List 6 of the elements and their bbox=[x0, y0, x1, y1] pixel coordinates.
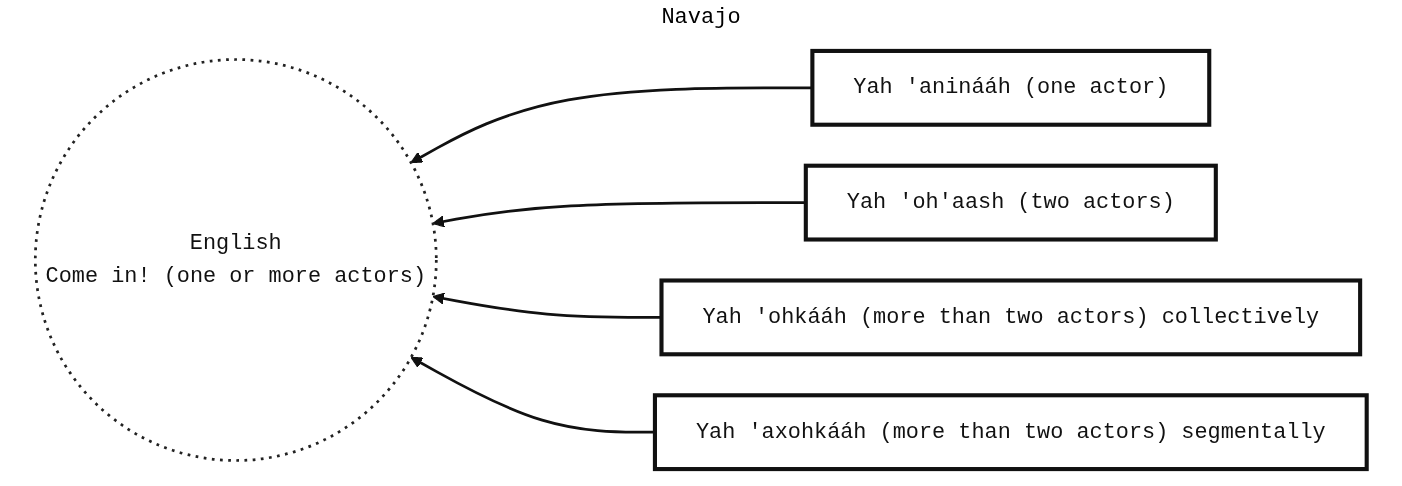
node-box: Yah 'ohkááh (more than two actors) collectively bbox=[659, 278, 1363, 357]
heading-label: Navajo bbox=[661, 4, 741, 30]
node-circle: English Come in! (one or more actors) bbox=[33, 58, 438, 462]
node-box: Yah 'aninááh (one actor) bbox=[810, 48, 1212, 127]
node-box: Yah 'oh'aash (two actors) bbox=[803, 163, 1218, 242]
node-box: Yah 'axohkááh (more than two actors) segmentally bbox=[652, 393, 1369, 472]
